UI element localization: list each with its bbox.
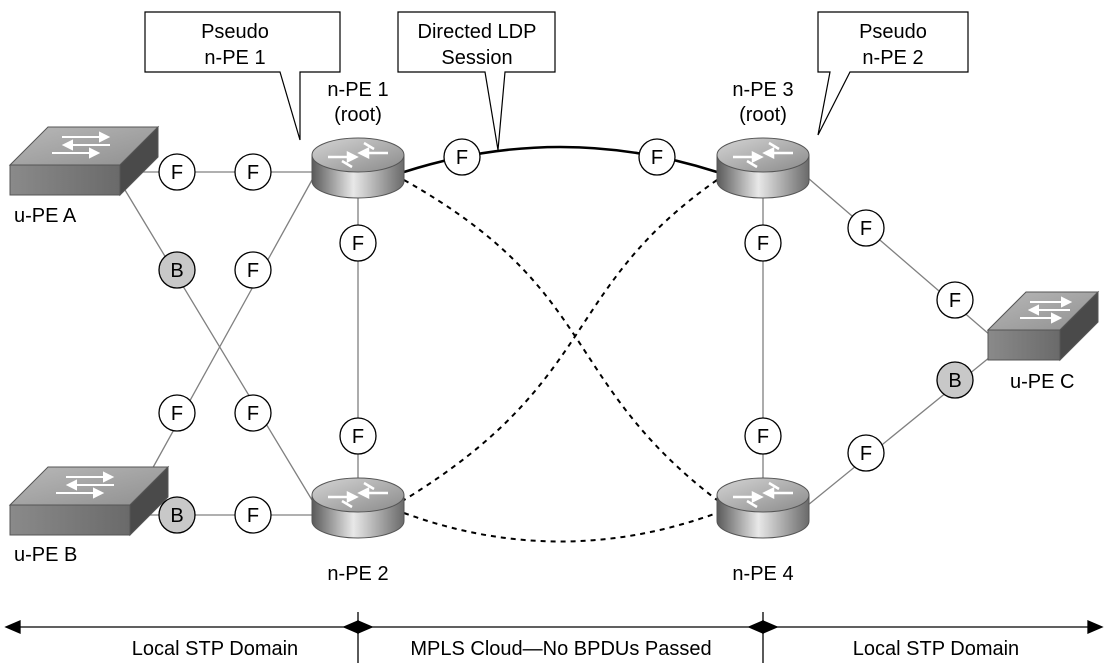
switch-upeb (8, 465, 170, 537)
port-state-label: F (352, 233, 364, 255)
switch-upeb-label: u-PE B (14, 544, 77, 566)
pseudowire-npe3-npe2 (403, 179, 718, 501)
arrowhead-right (1087, 620, 1104, 634)
port-state-label: F (247, 260, 259, 282)
port-state-label: F (949, 290, 961, 312)
switch-upec-label: u-PE C (1010, 371, 1074, 393)
port-state-label: F (247, 403, 259, 425)
link-upeb-npe1 (134, 179, 313, 501)
arrowhead-mid1-left (342, 620, 359, 634)
arrowhead-mid1-right (357, 620, 374, 634)
port-forwarding-badge: F (234, 251, 272, 289)
domain-left-label: Local STP Domain (132, 638, 298, 660)
port-forwarding-badge: F (158, 153, 196, 191)
router-npe1 (311, 137, 405, 199)
callout-pseudo-npe2: Pseudo n-PE 2 (817, 11, 969, 136)
port-forwarding-badge: F (847, 434, 885, 472)
callout-pseudo-npe1: Pseudo n-PE 1 (144, 11, 341, 141)
router-npe3 (716, 137, 810, 199)
pseudowire-npe1-npe4 (403, 179, 718, 501)
switch-upea-label: u-PE A (14, 205, 77, 227)
port-state-label: F (171, 162, 183, 184)
port-forwarding-badge: F (443, 138, 481, 176)
domain-middle-label: MPLS Cloud—No BPDUs Passed (410, 638, 711, 660)
port-state-label: B (170, 260, 183, 282)
callout-pseudo-npe1-line2: n-PE 1 (204, 47, 265, 69)
port-forwarding-badge: F (744, 417, 782, 455)
port-blocking-badge: B (936, 361, 974, 399)
port-forwarding-badge: F (339, 417, 377, 455)
callout-ldp-line2: Session (441, 47, 512, 69)
router-npe4 (716, 477, 810, 539)
port-state-label: F (352, 426, 364, 448)
router-npe3-label-line1: n-PE 3 (732, 79, 793, 101)
port-state-label: B (948, 370, 961, 392)
link-upea-npe2 (124, 189, 313, 501)
arrowhead-mid2-right (762, 620, 779, 634)
port-state-label: F (247, 505, 259, 527)
port-state-label: F (456, 147, 468, 169)
port-state-label: B (170, 505, 183, 527)
router-npe1-label-line1: n-PE 1 (327, 79, 388, 101)
port-state-label: F (757, 426, 769, 448)
port-forwarding-badge: F (234, 394, 272, 432)
port-state-label: F (171, 403, 183, 425)
switch-upea (8, 125, 160, 197)
callout-pseudo-npe2-line1: Pseudo (859, 21, 927, 43)
port-forwarding-badge: F (638, 138, 676, 176)
port-state-label: F (651, 147, 663, 169)
port-badges: F F B F F F B F (158, 138, 974, 534)
arrowhead-left (4, 620, 21, 634)
router-npe3-label-line2: (root) (739, 104, 787, 126)
port-forwarding-badge: F (936, 281, 974, 319)
port-state-label: F (757, 233, 769, 255)
callout-pseudo-npe1-line1: Pseudo (201, 21, 269, 43)
port-forwarding-badge: F (339, 224, 377, 262)
port-blocking-badge: B (158, 496, 196, 534)
domain-scale (4, 612, 1104, 663)
pseudowires (403, 179, 718, 543)
port-state-label: F (247, 162, 259, 184)
port-forwarding-badge: F (234, 153, 272, 191)
switch-upec (986, 290, 1100, 362)
pseudowire-npe2-npe4 (403, 512, 718, 543)
port-forwarding-badge: F (158, 394, 196, 432)
port-state-label: F (860, 218, 872, 240)
port-forwarding-badge: F (744, 224, 782, 262)
router-npe4-label: n-PE 4 (732, 563, 793, 585)
port-forwarding-badge: F (847, 209, 885, 247)
port-blocking-badge: B (158, 251, 196, 289)
port-state-label: F (860, 443, 872, 465)
port-forwarding-badge: F (234, 496, 272, 534)
callout-ldp-line1: Directed LDP (418, 21, 537, 43)
domain-right-label: Local STP Domain (853, 638, 1019, 660)
router-npe2 (311, 477, 405, 539)
router-npe1-label-line2: (root) (334, 104, 382, 126)
callout-ldp-session: Directed LDP Session (397, 11, 556, 151)
callout-pseudo-npe2-line2: n-PE 2 (862, 47, 923, 69)
arrowhead-mid2-left (747, 620, 764, 634)
router-npe2-label: n-PE 2 (327, 563, 388, 585)
